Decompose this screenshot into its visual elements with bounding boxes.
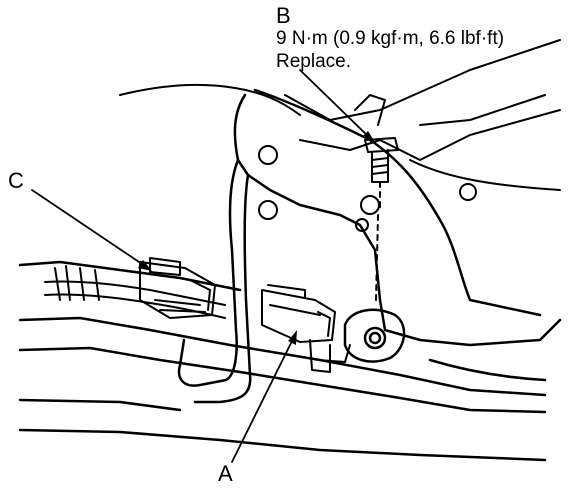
mounting-boss [343, 308, 406, 363]
connector-a [261, 284, 351, 373]
leader-c [31, 189, 149, 269]
arrowheads [138, 131, 376, 345]
callout-c-letter: C [8, 168, 24, 193]
leader-lines [31, 69, 373, 463]
arrow-b [362, 131, 376, 144]
arrow-c [138, 260, 152, 271]
upper-body-panel [119, 39, 561, 191]
callout-a-letter: A [218, 461, 233, 486]
leader-b [299, 69, 373, 141]
callout-b-torque: 9 N·m (0.9 kgf·m, 6.6 lbf·ft) [276, 28, 505, 49]
callout-b-letter: B [276, 3, 291, 28]
connector-c [139, 257, 216, 319]
wire-harness [44, 265, 226, 319]
cross-member [18, 260, 547, 462]
bracket-holes [258, 145, 477, 232]
callout-b-note: Replace. [276, 51, 351, 72]
arrow-a [288, 330, 297, 345]
leader-a [231, 334, 296, 463]
bracket-plate [177, 88, 562, 404]
bolt-b [364, 137, 399, 301]
